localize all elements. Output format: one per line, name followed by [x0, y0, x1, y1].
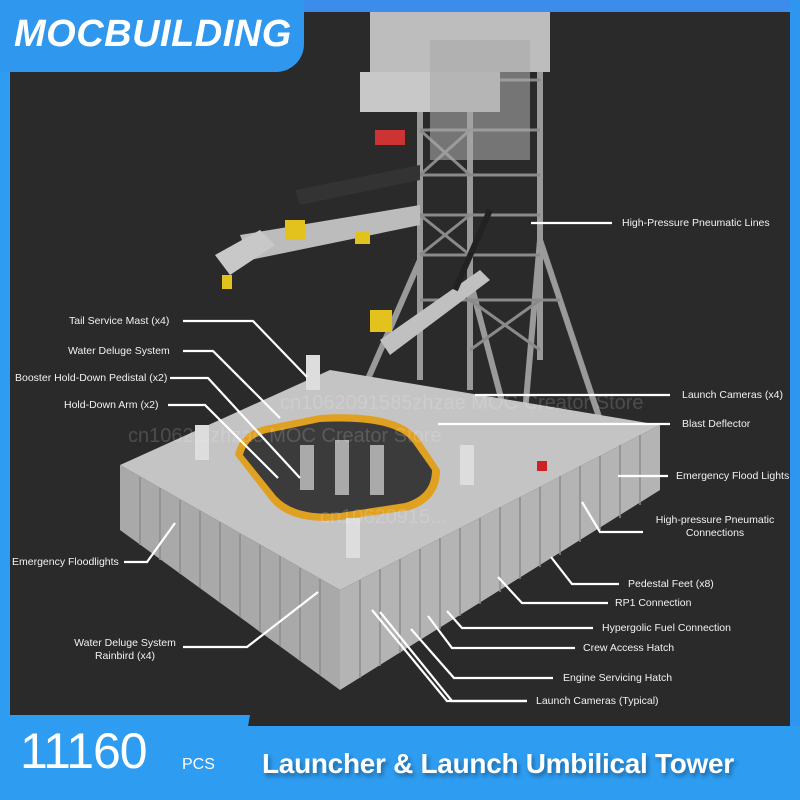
product-image: cn1062091585zhzae MOC Creator Store cn10… — [10, 12, 790, 726]
callout-hypergolic-fuel-connection: Hypergolic Fuel Connection — [602, 622, 731, 634]
callout-pedestal-feet: Pedestal Feet (x8) — [628, 578, 714, 590]
callout-high-pressure-pneumatic-connections: High-pressure Pneumatic Connections — [650, 514, 780, 540]
callout-emergency-floodlights: Emergency Floodlights — [12, 556, 119, 568]
brand-badge: MOCBUILDING — [0, 0, 304, 72]
callout-line-1: High-pressure Pneumatic — [655, 514, 775, 526]
launch-tower-model-illustration — [120, 12, 660, 690]
callout-line-2: Connections — [685, 527, 745, 539]
callout-tail-service-mast: Tail Service Mast (x4) — [69, 315, 170, 327]
callout-line-2: Rainbird (x4) — [94, 650, 156, 662]
callout-launch-cameras-x4: Launch Cameras (x4) — [682, 389, 783, 401]
piece-count: 11160 — [20, 723, 148, 779]
left-frame — [0, 0, 10, 800]
callout-leader-lines — [124, 221, 670, 703]
callout-blast-deflector: Blast Deflector — [682, 418, 751, 430]
watermark: cn1062...zhzae MOC Creator Store — [128, 425, 442, 447]
callout-line-1: Water Deluge System — [74, 637, 176, 649]
callout-high-pressure-pneumatic-lines: High-Pressure Pneumatic Lines — [622, 217, 770, 229]
brand-name: MOCBUILDING — [14, 13, 292, 55]
callout-crew-access-hatch: Crew Access Hatch — [583, 642, 675, 654]
callout-emergency-flood-lights: Emergency Flood Lights — [676, 470, 790, 482]
watermark: cn10620915... — [320, 506, 447, 528]
callout-engine-servicing-hatch: Engine Servicing Hatch — [563, 672, 673, 684]
callout-water-deluge-rainbird: Water Deluge System Rainbird (x4) — [70, 637, 180, 663]
product-title: Launcher & Launch Umbilical Tower — [262, 748, 734, 779]
callout-rp1-connection: RP1 Connection — [615, 597, 692, 609]
right-frame — [790, 0, 800, 800]
piece-unit: PCS — [182, 756, 215, 773]
callout-water-deluge-system: Water Deluge System — [68, 345, 170, 357]
piece-count-tab — [0, 715, 250, 800]
callout-booster-hold-down-pedistal: Booster Hold-Down Pedistal (x2) — [15, 372, 168, 384]
callout-hold-down-arm: Hold-Down Arm (x2) — [64, 399, 159, 411]
callout-launch-cameras-typical: Launch Cameras (Typical) — [536, 695, 659, 707]
watermark: cn1062091585zhzae MOC Creator Store — [280, 392, 644, 414]
